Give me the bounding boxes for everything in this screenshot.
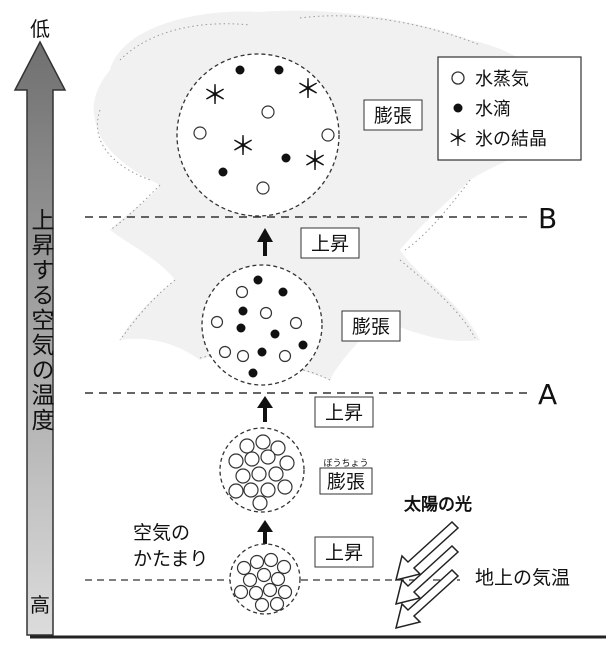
air-mass-label-line1: 空気の xyxy=(133,522,190,544)
rise-label-bottom: 上昇 xyxy=(314,536,374,568)
air-parcel-ground xyxy=(229,543,301,615)
svg-text:＊: ＊ xyxy=(295,75,321,105)
legend-droplet-icon xyxy=(453,103,463,113)
sunlight-label: 太陽の光 xyxy=(404,494,472,515)
svg-text:上昇: 上昇 xyxy=(325,542,363,564)
level-a-label: A xyxy=(538,378,557,411)
legend-ice-label: 氷の結晶 xyxy=(475,129,547,150)
level-b-label: B xyxy=(538,202,557,235)
air-mass-label-line2: かたまり xyxy=(133,548,208,570)
low-label: 低 xyxy=(30,17,50,41)
expand-label-top: 膨張 xyxy=(363,99,423,131)
sunlight-arrows xyxy=(394,520,460,630)
legend: 水蒸気 水滴 ＊ 氷の結晶 xyxy=(437,56,582,161)
air-parcel-top: ＊ ＊ ＊ ＊ xyxy=(176,53,340,217)
svg-text:膨張: 膨張 xyxy=(352,316,390,338)
svg-text:膨張: 膨張 xyxy=(374,105,412,127)
legend-vapor-label: 水蒸気 xyxy=(475,69,529,90)
svg-text:＊: ＊ xyxy=(230,132,256,162)
legend-vapor-icon xyxy=(451,71,465,85)
rise-label-middle: 上昇 xyxy=(314,396,374,428)
expand-label-bottom: ぼうちょう 膨張 xyxy=(319,458,373,495)
temperature-arrow xyxy=(13,40,67,636)
high-label: 高 xyxy=(30,593,50,617)
up-arrow-3 xyxy=(257,228,273,256)
ground-temp-label: 地上の気温 xyxy=(475,567,570,589)
up-arrow-2 xyxy=(257,396,273,422)
svg-text:上昇: 上昇 xyxy=(325,402,363,424)
legend-droplet-label: 水滴 xyxy=(475,99,511,120)
expand-ruby: ぼうちょう xyxy=(323,458,368,469)
svg-text:＊: ＊ xyxy=(302,147,328,177)
air-parcel-2 xyxy=(219,427,305,513)
svg-text:膨張: 膨張 xyxy=(327,471,365,493)
rise-label-top: 上昇 xyxy=(300,227,360,259)
svg-text:上昇: 上昇 xyxy=(311,233,349,255)
axis-title: 上昇する空気の温度 xyxy=(27,208,55,433)
expand-label-middle: 膨張 xyxy=(341,310,401,342)
legend-ice-icon: ＊ xyxy=(447,127,469,152)
svg-text:＊: ＊ xyxy=(202,81,228,111)
air-parcel-3 xyxy=(201,264,323,386)
